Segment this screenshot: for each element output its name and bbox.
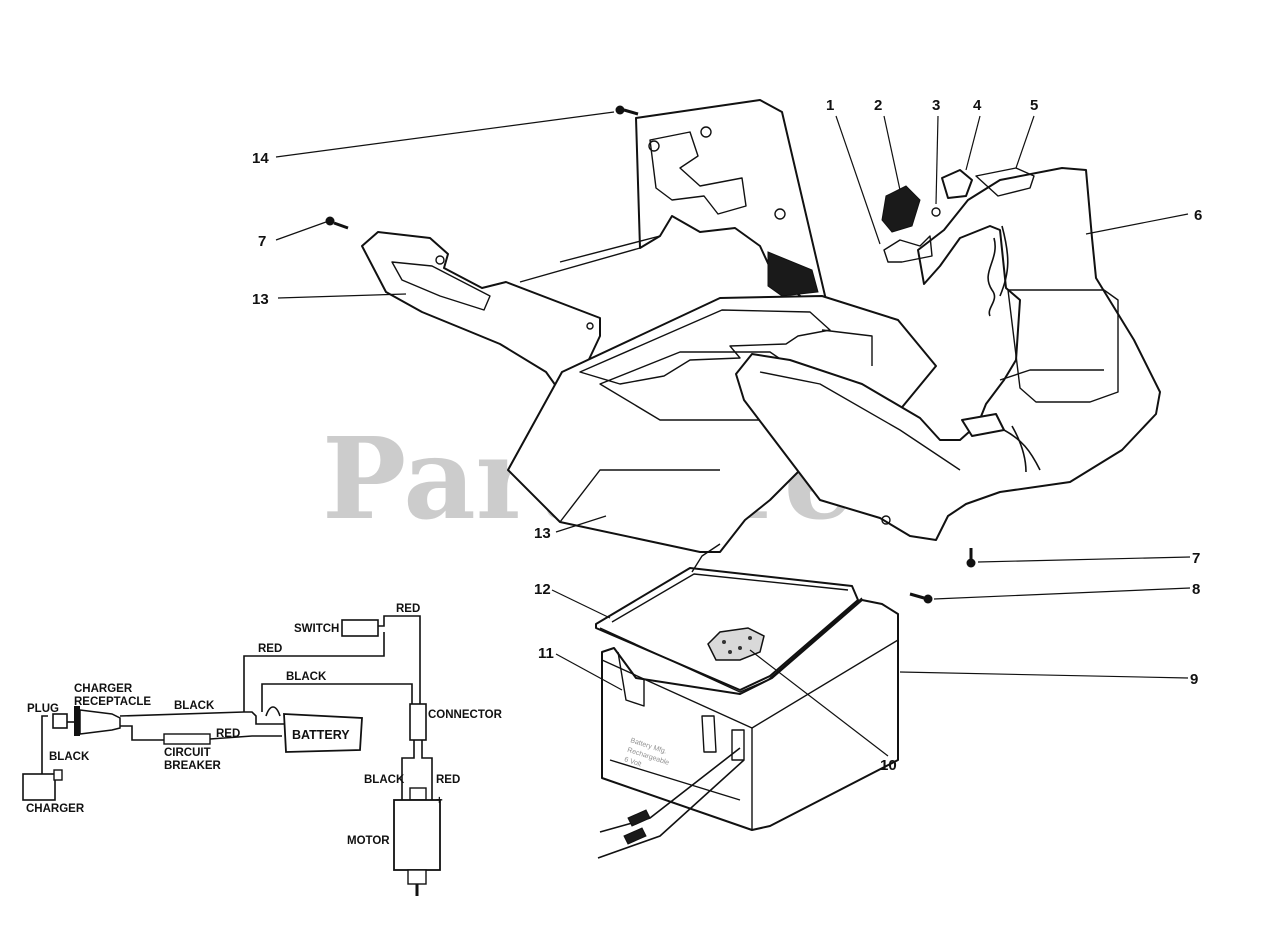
callout-13: 13	[534, 525, 551, 542]
part-6-right-frame	[735, 167, 1161, 541]
callout-5: 5	[1030, 97, 1038, 114]
screw-7-upper	[325, 216, 349, 230]
label-switch: SWITCH	[294, 623, 339, 635]
part-9-battery: Battery Mfg. Rechargeable 6 Volt	[597, 599, 899, 859]
callout-15: 14	[252, 150, 269, 167]
label-plug: PLUG	[27, 703, 59, 715]
callout-11: 11	[538, 645, 554, 662]
label-charger: CHARGER	[26, 803, 85, 815]
screw-15	[615, 105, 639, 116]
part-2-pedal	[881, 185, 933, 263]
callout-2: 2	[874, 97, 882, 114]
label-black-plug: BLACK	[49, 751, 90, 763]
part-10-foam-pad	[707, 627, 765, 661]
schematic-labels: PLUG CHARGER RECEPTACLE BLACK CHARGER BL…	[26, 603, 503, 847]
label-connector: CONNECTOR	[428, 709, 503, 721]
callout-4: 4	[973, 97, 982, 114]
callout-7-lower: 7	[1192, 550, 1200, 567]
wiring-schematic	[22, 615, 441, 896]
label-circuit-breaker-2: BREAKER	[164, 760, 222, 772]
plug-symbol	[52, 713, 68, 729]
callout-3: 3	[932, 97, 940, 114]
callout-8: 8	[1192, 581, 1200, 598]
label-charger-receptacle-2: RECEPTACLE	[74, 696, 151, 708]
part-3-4-5-small-parts	[931, 167, 1035, 217]
screw-7-lower	[966, 548, 976, 568]
charger-receptacle-symbol	[74, 706, 80, 736]
connector-symbol	[409, 703, 427, 741]
callout-1: 1	[826, 97, 834, 114]
label-black-loop: BLACK	[286, 671, 327, 683]
charger-symbol	[22, 773, 56, 801]
label-battery: BATTERY	[292, 728, 350, 742]
label-charger-receptacle-1: CHARGER	[74, 683, 133, 695]
label-motor: MOTOR	[347, 835, 390, 847]
leader-lines	[275, 111, 1191, 757]
label-red-loop: RED	[258, 643, 282, 655]
switch-symbol	[341, 619, 379, 637]
callout-7-upper: 7	[258, 233, 266, 250]
callout-6: 6	[1194, 207, 1202, 224]
callout-10: 10	[880, 757, 897, 774]
motor-symbol	[393, 799, 441, 871]
callout-14: 13	[252, 291, 269, 308]
callout-12: 12	[534, 581, 551, 598]
part-15-rear-panel	[519, 99, 827, 307]
label-red-motor: RED	[436, 774, 460, 786]
label-red-breaker: RED	[216, 728, 240, 740]
screw-8	[909, 592, 933, 604]
callout-9: 9	[1190, 671, 1198, 688]
label-red-switch: RED	[396, 603, 420, 615]
label-circuit-breaker-1: CIRCUIT	[164, 747, 211, 759]
label-black-receptacle: BLACK	[174, 700, 215, 712]
label-black-motor: BLACK	[364, 774, 405, 786]
callout-numbers: 14 7 13 1 2 3 4 5 6 7 8 9 10 11 12 13	[252, 97, 1202, 774]
label-plus: +	[436, 795, 443, 807]
circuit-breaker-symbol	[163, 733, 211, 745]
part-14-left-arm	[361, 231, 601, 387]
battery-symbol	[283, 713, 363, 753]
